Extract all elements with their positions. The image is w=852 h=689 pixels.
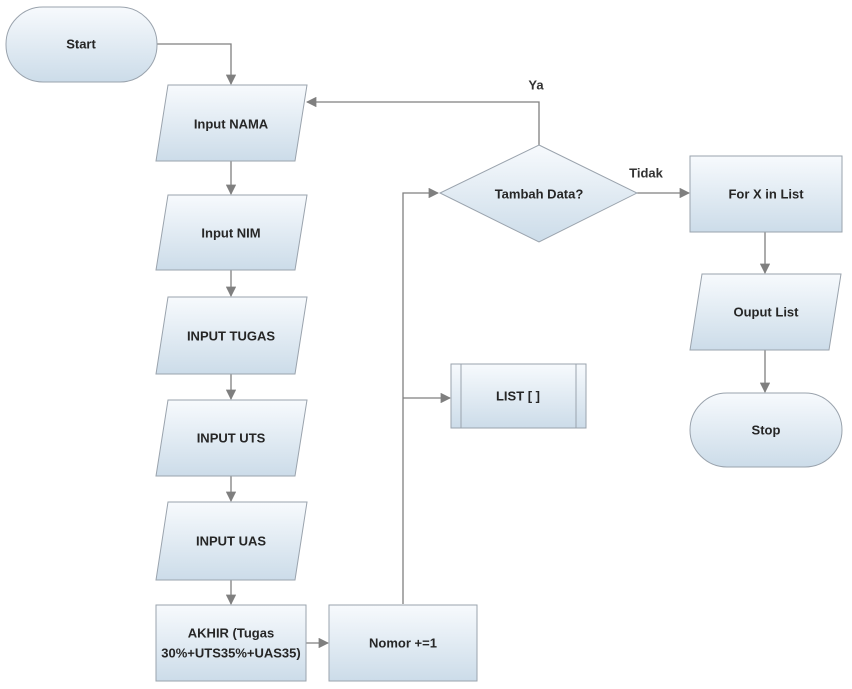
input-nama-label: Input NAMA xyxy=(194,117,269,132)
edge-decision-yes-to-input-nama xyxy=(305,96,540,145)
input-nama-parallelogram xyxy=(155,84,308,162)
input-uas-label: INPUT UAS xyxy=(196,534,266,549)
for-loop-label: For X in List xyxy=(728,187,804,202)
nomor-process xyxy=(328,604,478,682)
akhir-label-line1: AKHIR (Tugas xyxy=(188,626,274,641)
input-uts-parallelogram xyxy=(155,399,308,477)
stop-terminator xyxy=(689,392,843,468)
decision-label: Tambah Data? xyxy=(495,187,584,202)
list-label: LIST [ ] xyxy=(496,389,540,404)
edge-nomor-to-decision xyxy=(402,187,440,604)
edge-label-yes: Ya xyxy=(528,78,544,93)
output-label: Ouput List xyxy=(734,305,800,320)
input-uts-label: INPUT UTS xyxy=(197,431,266,446)
decision-diamond xyxy=(438,144,639,243)
input-uas-parallelogram xyxy=(155,501,308,581)
edge-start-to-input-nama xyxy=(157,43,237,86)
input-tugas-label: INPUT TUGAS xyxy=(187,329,275,344)
for-process xyxy=(689,155,843,233)
akhir-label-line2: 30%+UTS35%+UAS35) xyxy=(161,646,300,661)
input-tugas-parallelogram xyxy=(155,296,308,375)
stop-label: Stop xyxy=(752,423,781,438)
output-parallelogram xyxy=(689,273,842,351)
edge-label-no: Tidak xyxy=(629,166,663,181)
input-nim-parallelogram xyxy=(155,194,308,271)
input-nim-label: Input NIM xyxy=(201,226,260,241)
start-terminator xyxy=(5,6,158,83)
start-label: Start xyxy=(66,37,96,52)
list-subprocess xyxy=(450,363,587,429)
akhir-process xyxy=(155,604,307,682)
nomor-label: Nomor +=1 xyxy=(369,636,437,651)
